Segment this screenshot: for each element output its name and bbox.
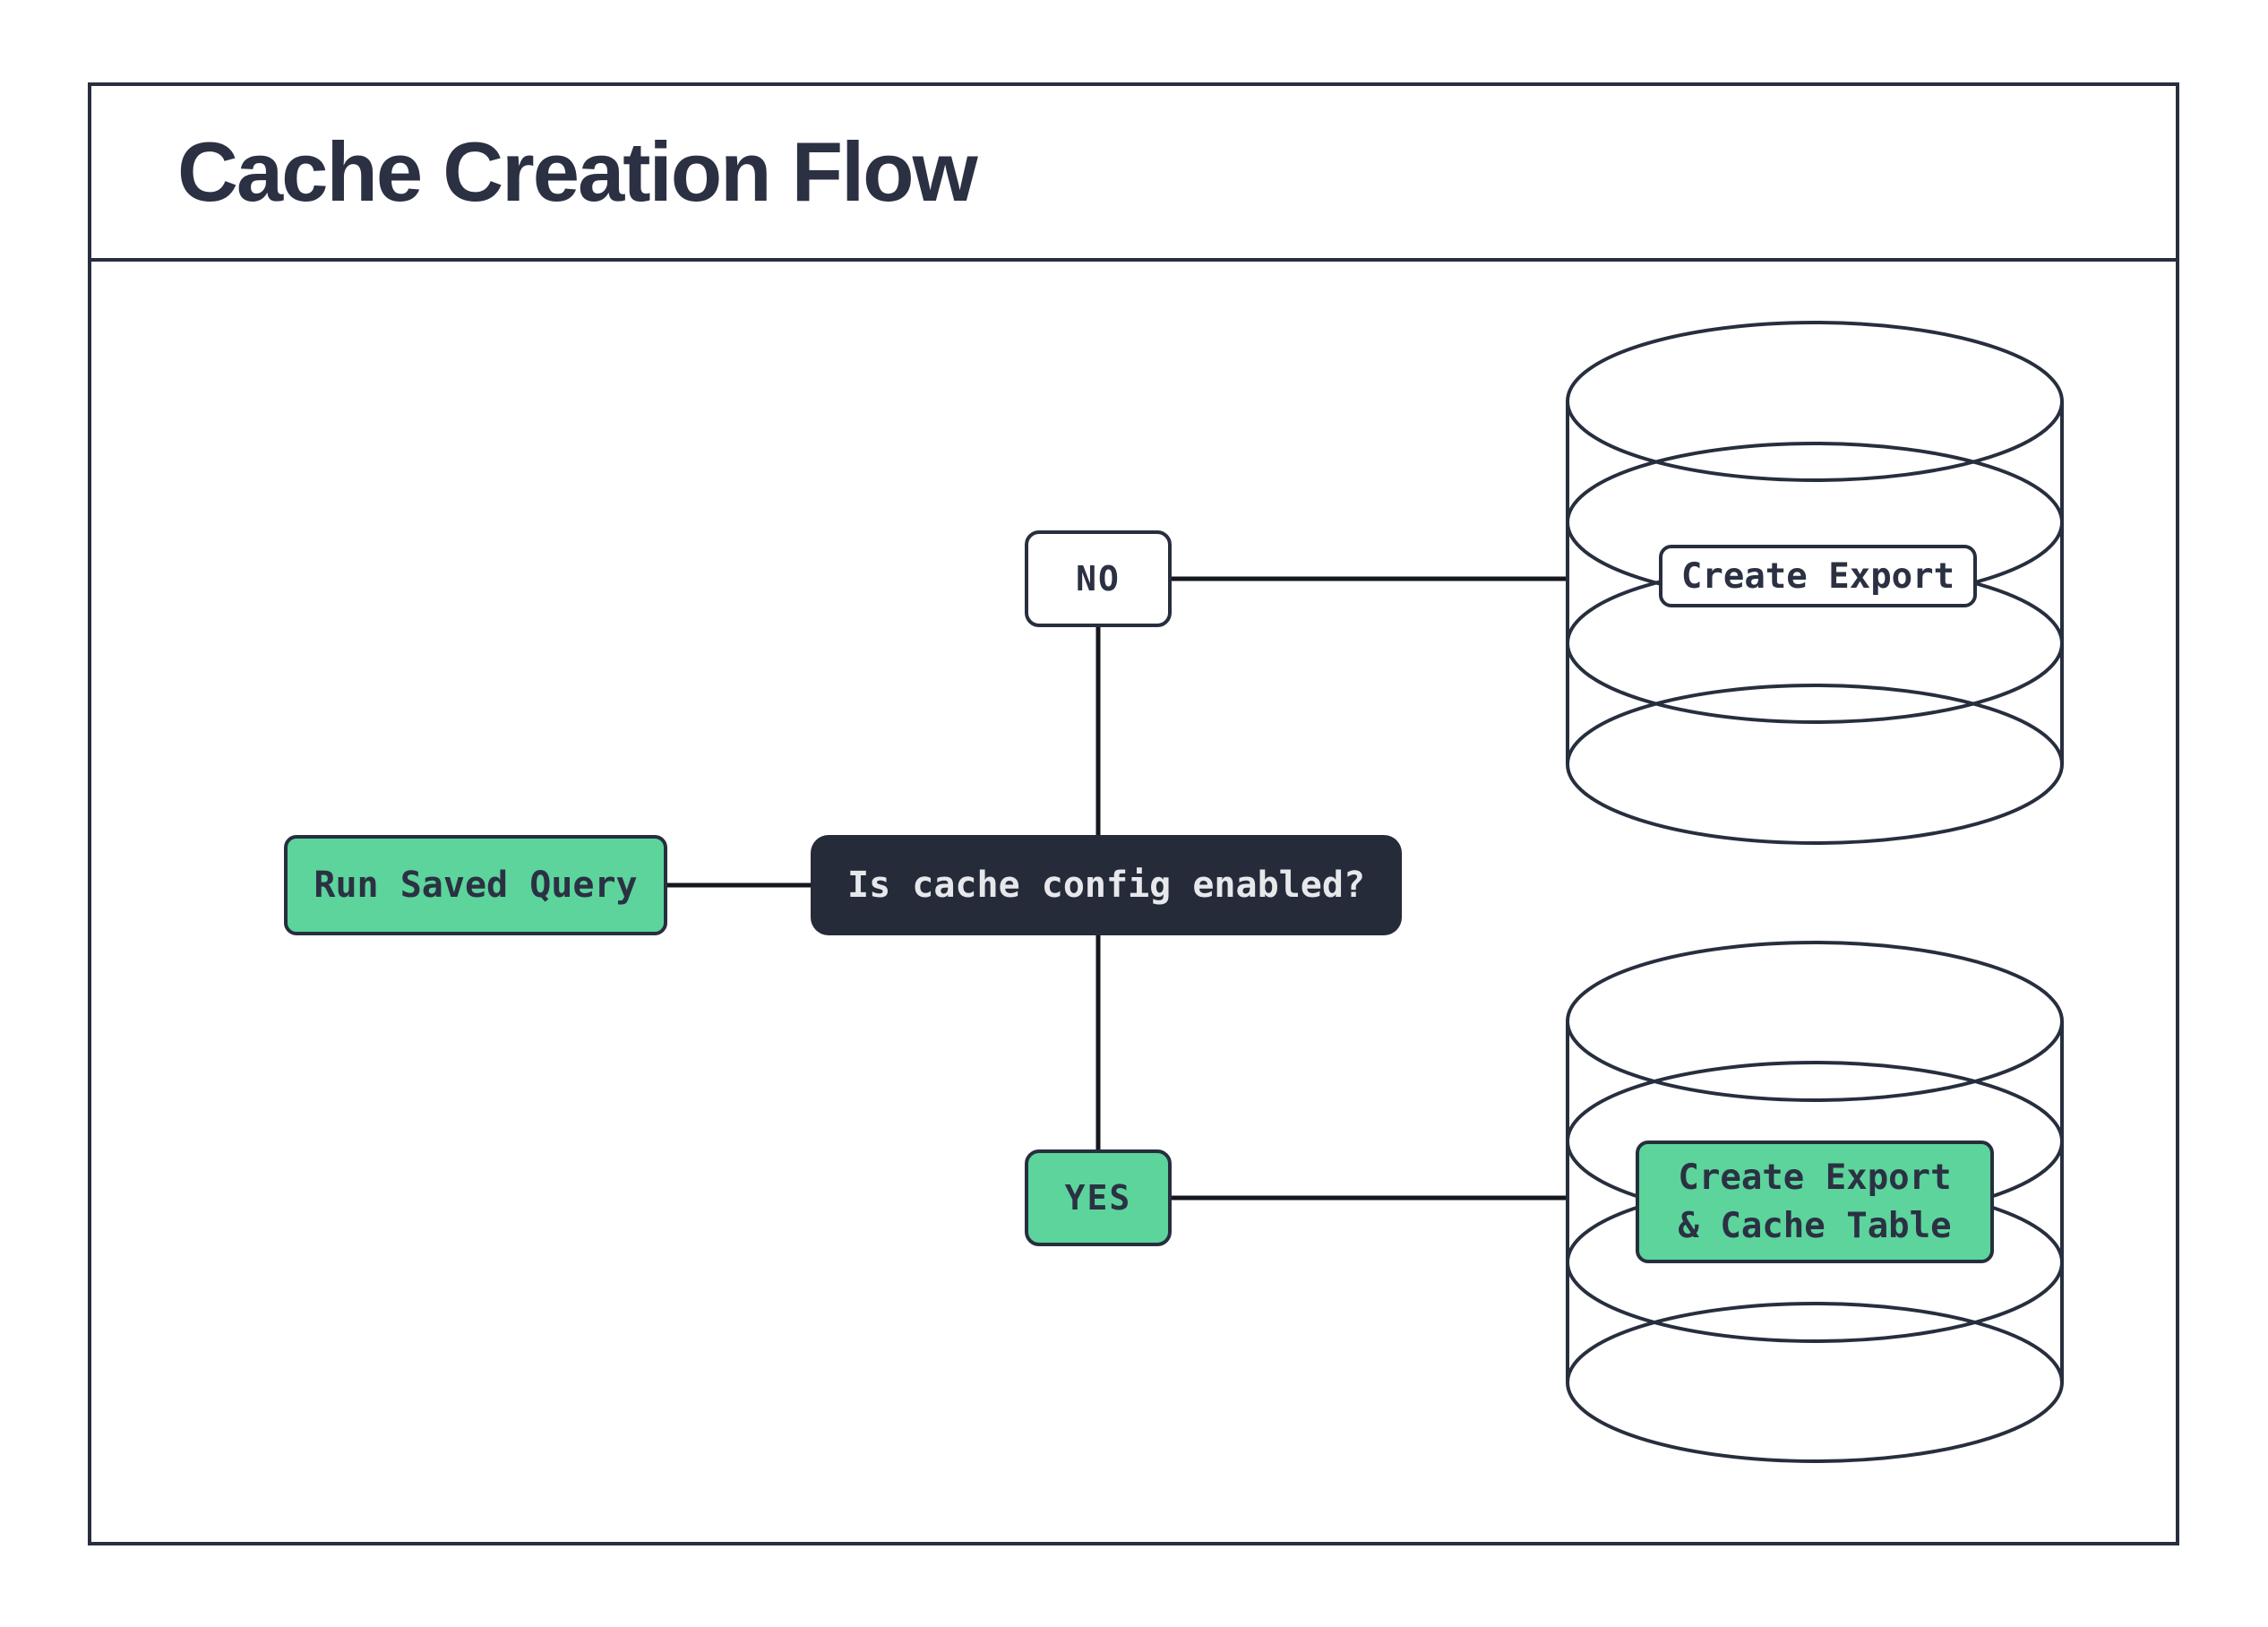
create-export-label-text: Create Export <box>1680 555 1955 597</box>
decision-node-cache-config: Is cache config enabled? <box>811 835 1402 935</box>
start-node-label: Run Saved Query <box>314 865 638 906</box>
page-title: Cache Creation Flow <box>177 125 978 219</box>
create-export-cache-table-line2: & Cache Table <box>1678 1205 1952 1246</box>
start-node-run-saved-query: Run Saved Query <box>284 835 667 935</box>
create-export-cache-table-line1: Create Export <box>1678 1157 1952 1198</box>
title-bar: Cache Creation Flow <box>91 86 2176 262</box>
branch-yes-node: YES <box>1025 1149 1172 1246</box>
decision-node-label: Is cache config enabled? <box>847 865 1365 906</box>
branch-no-node: NO <box>1025 530 1172 627</box>
branch-no-label: NO <box>1076 559 1121 598</box>
connectors <box>666 576 1569 1201</box>
database-icon-top <box>1566 321 2064 845</box>
create-export-label: Create Export <box>1659 545 1977 607</box>
create-export-cache-table-label: Create Export & Cache Table <box>1636 1141 1994 1263</box>
page-frame: Cache Creation Flow <box>88 82 2179 1545</box>
branch-yes-label: YES <box>1064 1178 1132 1218</box>
